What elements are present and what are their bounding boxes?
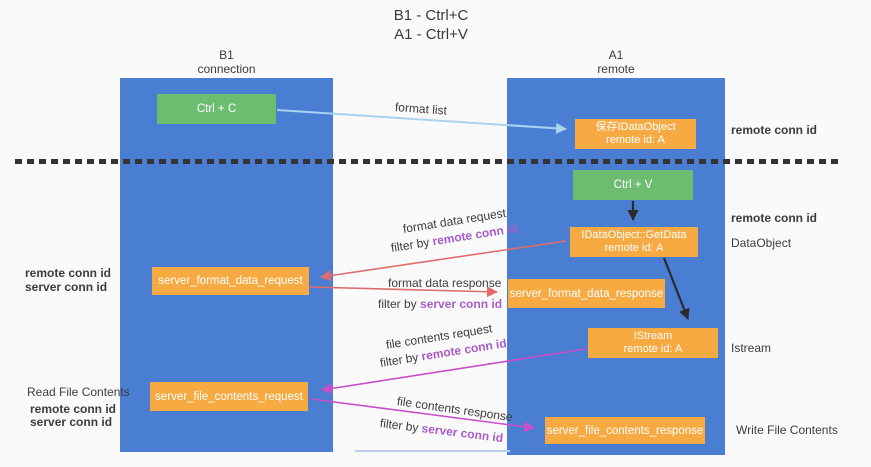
node-istream-line1: IStream	[633, 330, 673, 342]
filter-by-text: filter by	[389, 234, 434, 255]
node-server-file-contents-response: server_file_contents_response	[545, 417, 705, 444]
node-server-format-data-request: server_format_data_request	[152, 267, 309, 295]
node-idataobject-getdata: IDataObject::GetData remote id: A	[570, 227, 698, 257]
lane-a1-name: A1	[608, 48, 624, 62]
node-ctrl-c-label: Ctrl + C	[196, 103, 237, 115]
title-line-2: A1 - Ctrl+V	[394, 26, 468, 43]
filter-by-text: filter by	[378, 349, 423, 370]
node-server-format-data-response-label: server_format_data_response	[509, 287, 664, 300]
lane-header-a1: A1 remote	[507, 48, 725, 76]
canvas-edge-line	[355, 450, 510, 452]
label-left-remote-conn-id-1: remote conn id	[25, 266, 112, 280]
label-istream: Istream	[731, 341, 772, 355]
title-line-1: B1 - Ctrl+C	[393, 7, 469, 24]
filter-by-text: filter by	[378, 297, 421, 311]
node-istream: IStream remote id: A	[588, 328, 718, 358]
lane-a1-role: remote	[597, 62, 635, 76]
server-conn-id-text: server conn id	[420, 421, 504, 446]
edge-label-format-data-response: format data response	[388, 276, 502, 290]
label-left-remote-conn-id-2: remote conn id	[30, 402, 117, 416]
label-remote-conn-id-top: remote conn id	[731, 123, 818, 137]
lane-b1-name: B1	[219, 48, 234, 62]
label-write-file-contents: Write File Contents	[736, 423, 838, 437]
edge-label-format-list: format list	[394, 100, 448, 118]
label-left-server-conn-id-2: server conn id	[30, 415, 113, 429]
node-idataobject-getdata-line1: IDataObject::GetData	[581, 229, 687, 241]
node-istream-line2: remote id: A	[623, 343, 683, 355]
node-saved-dataobject: 保存IDataObject remote id: A	[575, 119, 696, 149]
node-ctrl-c: Ctrl + C	[157, 94, 276, 124]
lane-b1-role: connection	[197, 62, 256, 76]
label-remote-conn-id-mid: remote conn id	[731, 211, 818, 225]
lane-header-b1: B1 connection	[120, 48, 333, 76]
node-server-format-data-request-label: server_format_data_request	[158, 275, 303, 287]
node-ctrl-v: Ctrl + V	[573, 170, 693, 200]
node-server-file-contents-response-label: server_file_contents_response	[546, 424, 704, 437]
label-dataobject: DataObject	[731, 236, 792, 250]
node-idataobject-getdata-line2: remote id: A	[604, 242, 664, 254]
server-conn-id-text: server conn id	[420, 297, 503, 311]
node-server-file-contents-request-label: server_file_contents_request	[155, 390, 303, 403]
node-ctrl-v-label: Ctrl + V	[613, 179, 653, 191]
edge-label-filter-server-1: filter by server conn id	[378, 297, 502, 311]
filter-by-text: filter by	[379, 416, 423, 436]
node-saved-dataobject-line2: remote id: A	[606, 134, 665, 146]
session-divider-dashed-line	[15, 159, 838, 164]
label-read-file-contents: Read File Contents	[27, 385, 130, 399]
node-server-format-data-response: server_format_data_response	[508, 279, 665, 308]
diagram-title: B1 - Ctrl+C A1 - Ctrl+V	[321, 6, 541, 44]
node-server-file-contents-request: server_file_contents_request	[150, 382, 308, 411]
label-left-server-conn-id-1: server conn id	[25, 280, 108, 294]
node-saved-dataobject-line1: 保存IDataObject	[595, 121, 676, 133]
